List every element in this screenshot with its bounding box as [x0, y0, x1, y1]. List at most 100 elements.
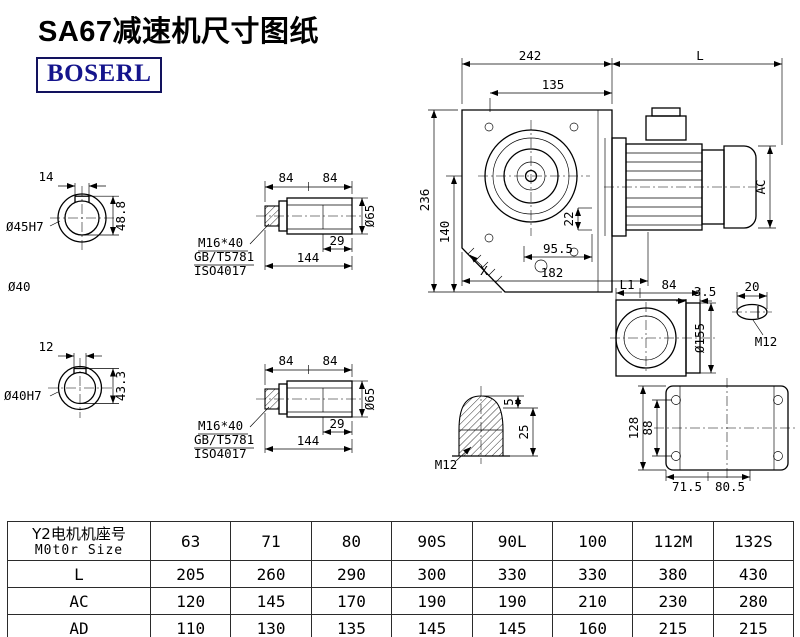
dim-25-label: 25 — [516, 424, 531, 439]
dim-L-label: L — [696, 48, 704, 63]
thread-m12-side-label: M12 — [755, 334, 778, 349]
standard2-label: ISO4017 — [194, 263, 247, 278]
dim-140-label: 140 — [437, 221, 452, 244]
table-cell: 190 — [391, 587, 473, 615]
bolt-spec-label: M16*40 — [198, 235, 243, 250]
standard1-label: GB/T5781 — [194, 432, 254, 447]
dim-key-label: 29 — [329, 416, 344, 431]
motor-size-header-cn: Y2电机机座号 — [32, 524, 126, 543]
standard1-label: GB/T5781 — [194, 249, 254, 264]
table-cell-size: 112M — [632, 521, 714, 561]
dim-22 — [575, 207, 592, 231]
dim-3-5 — [676, 298, 712, 304]
dim-total-label: 144 — [297, 433, 320, 448]
table-cell: 260 — [230, 560, 312, 588]
table-cell-size: 90L — [471, 521, 553, 561]
table-cell: 280 — [712, 587, 795, 615]
dim-135-label: 135 — [542, 77, 565, 92]
dim-20 — [736, 292, 768, 309]
table-cell: 230 — [632, 587, 714, 615]
shaft-body — [286, 380, 353, 418]
dim-182 — [461, 232, 649, 286]
x-mark-arrow — [469, 254, 483, 267]
dim-242 — [461, 58, 613, 104]
motor-size-header-en: M0t0r Size — [34, 542, 124, 558]
table-cell: 330 — [471, 560, 553, 588]
table-cell: 380 — [632, 560, 714, 588]
dim-71-5-80-5 — [665, 470, 751, 481]
table-header-row: Y2电机机座号 M0t0r Size 63 71 80 90S 90L 100 … — [7, 521, 795, 561]
row-label-AD: AD — [7, 614, 151, 637]
view-gearbox-front: 242 L 135 236 140 — [417, 48, 783, 293]
dim-bore-top-height-label: 48.8 — [113, 201, 128, 231]
terminal-box-lid — [651, 107, 681, 117]
dim-AC — [758, 145, 776, 229]
view-hollow-shaft-end-45: 14 48.8 Ø45H7 — [6, 169, 128, 250]
dim-bore-height — [82, 195, 119, 236]
leader-line — [249, 406, 270, 428]
shaft-dia-label: Ø40 — [8, 279, 31, 294]
dim-L — [612, 58, 783, 145]
table-cell-size: 100 — [551, 521, 634, 561]
dim-144 — [264, 230, 353, 270]
dim-dia-label: Ø65 — [362, 205, 377, 228]
dim-5-label: 5 — [501, 398, 516, 406]
housing-outline — [461, 109, 613, 293]
table-cell: 120 — [149, 587, 232, 615]
table-cell: 290 — [310, 560, 393, 588]
dim-88 — [652, 399, 672, 457]
view-input-shaft-bottom: 84 84 29 144 Ø65 M16*40 GB/T5781 — [194, 353, 377, 461]
dim-AC-label: AC — [753, 179, 768, 194]
table-cell: 110 — [149, 614, 232, 637]
dim-total-label: 144 — [297, 250, 320, 265]
x-mark-label: X — [480, 263, 488, 278]
dim-84-84 — [264, 181, 353, 202]
bore-top-dia-label: Ø45H7 — [6, 219, 44, 234]
table-cell: 145 — [391, 614, 473, 637]
dim-keyway-width — [58, 183, 106, 200]
dim-80-5-label: 80.5 — [715, 479, 745, 494]
dim-22-label: 22 — [561, 211, 576, 226]
motor-outline — [604, 107, 764, 237]
dim-25 — [510, 408, 538, 457]
dim-keyway-width — [58, 353, 102, 372]
view-hollow-shaft-end-40: 12 43.3 Ø40H7 — [4, 339, 128, 418]
dim-bore-bottom-width-label: 12 — [38, 339, 53, 354]
dim-seg2-label: 84 — [322, 170, 337, 185]
dim-3-5-label: 3.5 — [694, 284, 717, 299]
view-input-shaft-top: 84 84 29 144 Ø65 M16*40 GB/T5781 — [194, 170, 377, 278]
bolt-head — [264, 388, 280, 410]
table-row-L: L 205 260 290 300 330 330 380 430 — [7, 560, 795, 588]
standard2-label: ISO4017 — [194, 446, 247, 461]
terminal-box — [645, 115, 687, 141]
dim-128-label: 128 — [626, 417, 641, 440]
dim-dia65 — [352, 380, 368, 418]
shaft-inner-lines — [287, 387, 352, 413]
view-mounting-base-bottom: 128 88 71.5 80.5 — [626, 378, 798, 494]
table-cell: 205 — [149, 560, 232, 588]
leader-line — [752, 319, 764, 336]
motor-size-table: Y2电机机座号 M0t0r Size 63 71 80 90S 90L 100 … — [7, 521, 795, 637]
table-cell-size: 80 — [310, 521, 393, 561]
dim-242-label: 242 — [519, 48, 542, 63]
dim-key-label: 29 — [329, 233, 344, 248]
table-cell: 210 — [551, 587, 634, 615]
dim-seg2-label: 84 — [322, 353, 337, 368]
dim-71-5-label: 71.5 — [672, 479, 702, 494]
shaft-keyway-detail — [732, 303, 772, 321]
leader-line — [455, 446, 472, 462]
dim-20-label: 20 — [744, 279, 759, 294]
bolt-head — [264, 205, 280, 227]
table-cell-size: 63 — [149, 521, 232, 561]
plug-dome — [458, 395, 504, 457]
dim-bore-height — [80, 368, 119, 404]
leader-line — [49, 220, 61, 227]
dim-236 — [428, 109, 502, 293]
dim-bore-top-width-label: 14 — [38, 169, 53, 184]
dim-140 — [446, 175, 462, 292]
view-breather-plug: 5 25 M12 — [435, 386, 538, 472]
table-cell: 145 — [471, 614, 553, 637]
table-cell: 215 — [632, 614, 714, 637]
dim-135 — [489, 90, 612, 112]
